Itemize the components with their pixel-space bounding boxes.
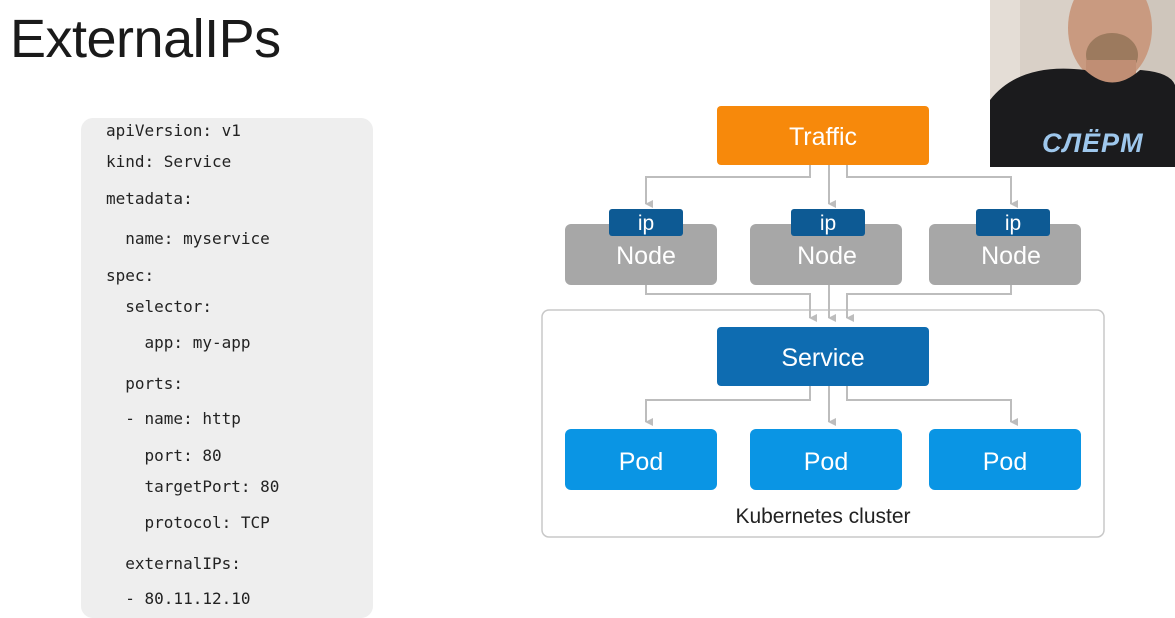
traffic-to-node-arrows bbox=[645, 165, 1018, 208]
traffic-label: Traffic bbox=[789, 123, 857, 151]
pod-box bbox=[750, 429, 902, 490]
code-line: ports: bbox=[106, 374, 184, 393]
code-line: selector: bbox=[106, 297, 212, 316]
code-line: name: myservice bbox=[106, 229, 270, 248]
code-line: kind: Service bbox=[106, 152, 232, 171]
shirt-text: СЛЁРМ bbox=[1042, 128, 1144, 158]
code-line: spec: bbox=[106, 266, 155, 285]
node-box bbox=[929, 224, 1081, 285]
arrow bbox=[645, 165, 811, 208]
code-line: port: 80 bbox=[106, 446, 222, 465]
node-box bbox=[750, 224, 902, 285]
ip-badge bbox=[976, 209, 1050, 236]
arrow bbox=[645, 285, 817, 322]
slide-title: ExternalIPs bbox=[10, 9, 281, 69]
arrow bbox=[846, 165, 1018, 208]
cluster-label: Kubernetes cluster bbox=[735, 505, 910, 528]
code-line: protocol: TCP bbox=[106, 513, 270, 532]
code-line: - name: http bbox=[106, 409, 241, 428]
code-line: apiVersion: v1 bbox=[106, 121, 241, 140]
presenter-video-image bbox=[990, 0, 1175, 167]
node-to-service-arrows bbox=[645, 285, 1012, 322]
pod-label: Pod bbox=[983, 448, 1027, 476]
service-to-pod-arrows bbox=[645, 386, 1018, 426]
code-line: - 80.11.12.10 bbox=[106, 589, 251, 608]
ip-badge bbox=[609, 209, 683, 236]
arrow bbox=[846, 386, 1018, 426]
ip-label: ip bbox=[638, 212, 654, 235]
arrow bbox=[846, 285, 1012, 322]
code-line: app: my-app bbox=[106, 333, 251, 352]
service-label: Service bbox=[781, 344, 864, 372]
pod-box bbox=[929, 429, 1081, 490]
ip-label: ip bbox=[1005, 212, 1021, 235]
ip-label: ip bbox=[820, 212, 836, 235]
yaml-code-panel: apiVersion: v1 kind: Service metadata: n… bbox=[81, 118, 373, 618]
node-label: Node bbox=[616, 242, 676, 270]
webcam-overlay: СЛЁРМ bbox=[990, 0, 1175, 167]
code-line: targetPort: 80 bbox=[106, 477, 280, 496]
node-label: Node bbox=[797, 242, 857, 270]
code-line: externalIPs: bbox=[106, 554, 241, 573]
pod-label: Pod bbox=[619, 448, 663, 476]
service-box bbox=[717, 327, 929, 386]
traffic-box bbox=[717, 106, 929, 165]
node-box bbox=[565, 224, 717, 285]
ip-badge bbox=[791, 209, 865, 236]
kubernetes-cluster-boundary bbox=[541, 309, 1105, 538]
pod-label: Pod bbox=[804, 448, 848, 476]
code-line: metadata: bbox=[106, 189, 193, 208]
arrow bbox=[645, 386, 811, 426]
pod-box bbox=[565, 429, 717, 490]
node-label: Node bbox=[981, 242, 1041, 270]
